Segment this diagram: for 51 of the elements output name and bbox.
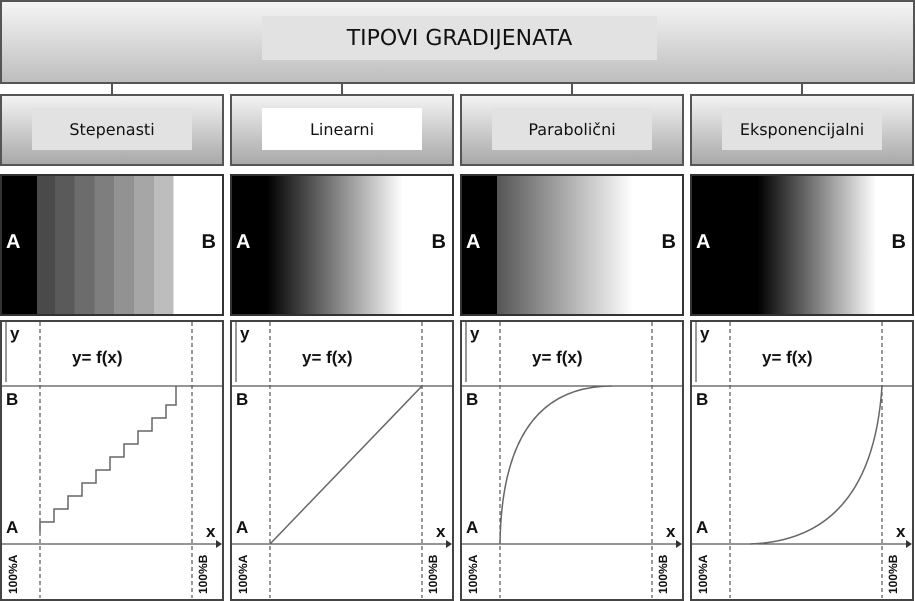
gradient-end-label: A [696, 231, 710, 254]
percent-label: 100%B [656, 554, 670, 594]
axis-label: x [896, 522, 906, 542]
connector-line [571, 84, 573, 94]
category-box [0, 94, 224, 166]
percent-label: 100%B [886, 554, 900, 594]
axis-label: y [470, 324, 480, 344]
connector-line [801, 84, 803, 94]
category-box [460, 94, 684, 166]
heading: TIPOVI GRADIJENATA [262, 16, 657, 60]
axis-label: B [696, 390, 708, 410]
axis-label: y [10, 324, 20, 344]
axis-label: B [466, 390, 478, 410]
axis-label: B [236, 390, 248, 410]
gradient-end-label: B [662, 231, 676, 254]
category-box [690, 94, 914, 166]
function-label: y= f(x) [532, 348, 583, 368]
gradient-end-label: A [466, 231, 480, 254]
axis-label: y [700, 324, 710, 344]
percent-label: 100%B [196, 554, 210, 594]
gradient-end-label: B [892, 231, 906, 254]
heading-box [0, 0, 915, 84]
axis-label: A [236, 518, 248, 538]
gradient-end-label: B [432, 231, 446, 254]
percent-label: 100%A [696, 554, 710, 594]
gradient-panel [230, 174, 454, 316]
axis-label: A [6, 518, 18, 538]
percent-label: 100%B [426, 554, 440, 594]
connector-line [341, 84, 343, 94]
gradient-panel [0, 174, 224, 316]
connector-line [111, 84, 113, 94]
percent-label: 100%A [466, 554, 480, 594]
axis-label: x [206, 522, 216, 542]
gradient-end-label: B [202, 231, 216, 254]
category-label: Linearni [262, 108, 422, 150]
percent-label: 100%A [236, 554, 250, 594]
function-label: y= f(x) [302, 348, 353, 368]
axis-label: x [436, 522, 446, 542]
gradient-panel [690, 174, 914, 316]
function-label: y= f(x) [762, 348, 813, 368]
category-box [230, 94, 454, 166]
axis-label: A [466, 518, 478, 538]
percent-label: 100%A [6, 554, 20, 594]
function-label: y= f(x) [72, 348, 123, 368]
gradient-end-label: A [236, 231, 250, 254]
gradient-panel [460, 174, 684, 316]
gradient-end-label: A [6, 231, 20, 254]
axis-label: A [696, 518, 708, 538]
axis-label: B [6, 390, 18, 410]
axis-label: x [666, 522, 676, 542]
axis-label: y [240, 324, 250, 344]
